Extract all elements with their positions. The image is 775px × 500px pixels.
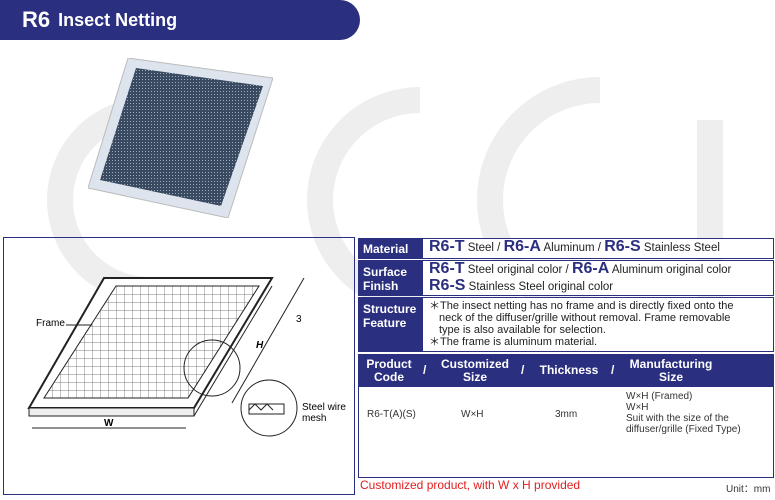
customization-note: Customized product, with W x H provided: [360, 478, 581, 492]
code-a: R6-A: [503, 238, 541, 255]
unit-label: Unit：mm: [726, 484, 771, 495]
code-a: R6-A: [571, 260, 610, 277]
material-label: Material: [359, 239, 423, 258]
cell-mfg-line: Suit with the size of the: [626, 413, 729, 424]
material-text: Steel /: [464, 242, 504, 254]
cell-code: R6-T(A)(S): [367, 409, 416, 420]
product-code: R6: [22, 7, 51, 32]
cell-mfg-line: diffuser/grille (Fixed Type): [626, 424, 741, 435]
code-t: R6-T: [429, 238, 465, 255]
cell-size: W×H: [461, 409, 484, 420]
header-product-code: Product Code: [366, 357, 412, 384]
header-customized-size: Customized Size: [440, 357, 509, 384]
frame-label: Frame: [36, 318, 65, 329]
page-title: Insect Netting: [58, 9, 178, 30]
table-header: Product Code / Customized Size / Thickne…: [359, 355, 773, 387]
material-row: Material R6-T Steel / R6-A Aluminum / R6…: [358, 238, 774, 259]
product-photo: [88, 58, 273, 218]
mesh-label: Steel wire mesh: [302, 402, 346, 424]
cell-thickness: 3mm: [555, 409, 578, 420]
dimension-h: H: [256, 340, 264, 351]
cell-mfg-line: W×H: [626, 402, 649, 413]
material-text: Stainless Steel: [640, 242, 720, 254]
feature-line: ＊The insect netting has no frame and is …: [429, 300, 734, 312]
page-header: R6 Insect Netting: [0, 0, 360, 40]
cell-mfg-line: W×H (Framed): [626, 391, 693, 402]
code-s: R6-S: [604, 238, 641, 255]
header-manufacturing-size: Manufacturing Size: [629, 357, 713, 384]
product-table: Product Code / Customized Size / Thickne…: [358, 354, 774, 478]
header-thickness: Thickness: [539, 363, 599, 377]
finish-text: Steel original color /: [464, 264, 572, 276]
feature-line: ＊The frame is aluminum material.: [429, 336, 598, 348]
dimension-3: 3: [296, 314, 302, 325]
technical-drawing: Frame 3 H W Steel wire mesh: [3, 237, 355, 495]
code-s: R6-S: [429, 277, 466, 294]
dimension-w: W: [104, 418, 114, 429]
feature-line: type is also available for selection.: [439, 324, 606, 336]
code-t: R6-T: [429, 260, 465, 277]
finish-text: Stainless Steel original color: [465, 281, 614, 293]
feature-line: neck of the diffuser/grille without remo…: [439, 312, 731, 324]
label-line: Surface: [363, 265, 408, 279]
label-line: Feature: [363, 316, 407, 330]
label-line: Structure: [363, 302, 417, 316]
label-line: Finish: [363, 279, 399, 293]
material-text: Aluminum /: [540, 242, 605, 254]
finish-text: Aluminum original color: [609, 264, 732, 276]
